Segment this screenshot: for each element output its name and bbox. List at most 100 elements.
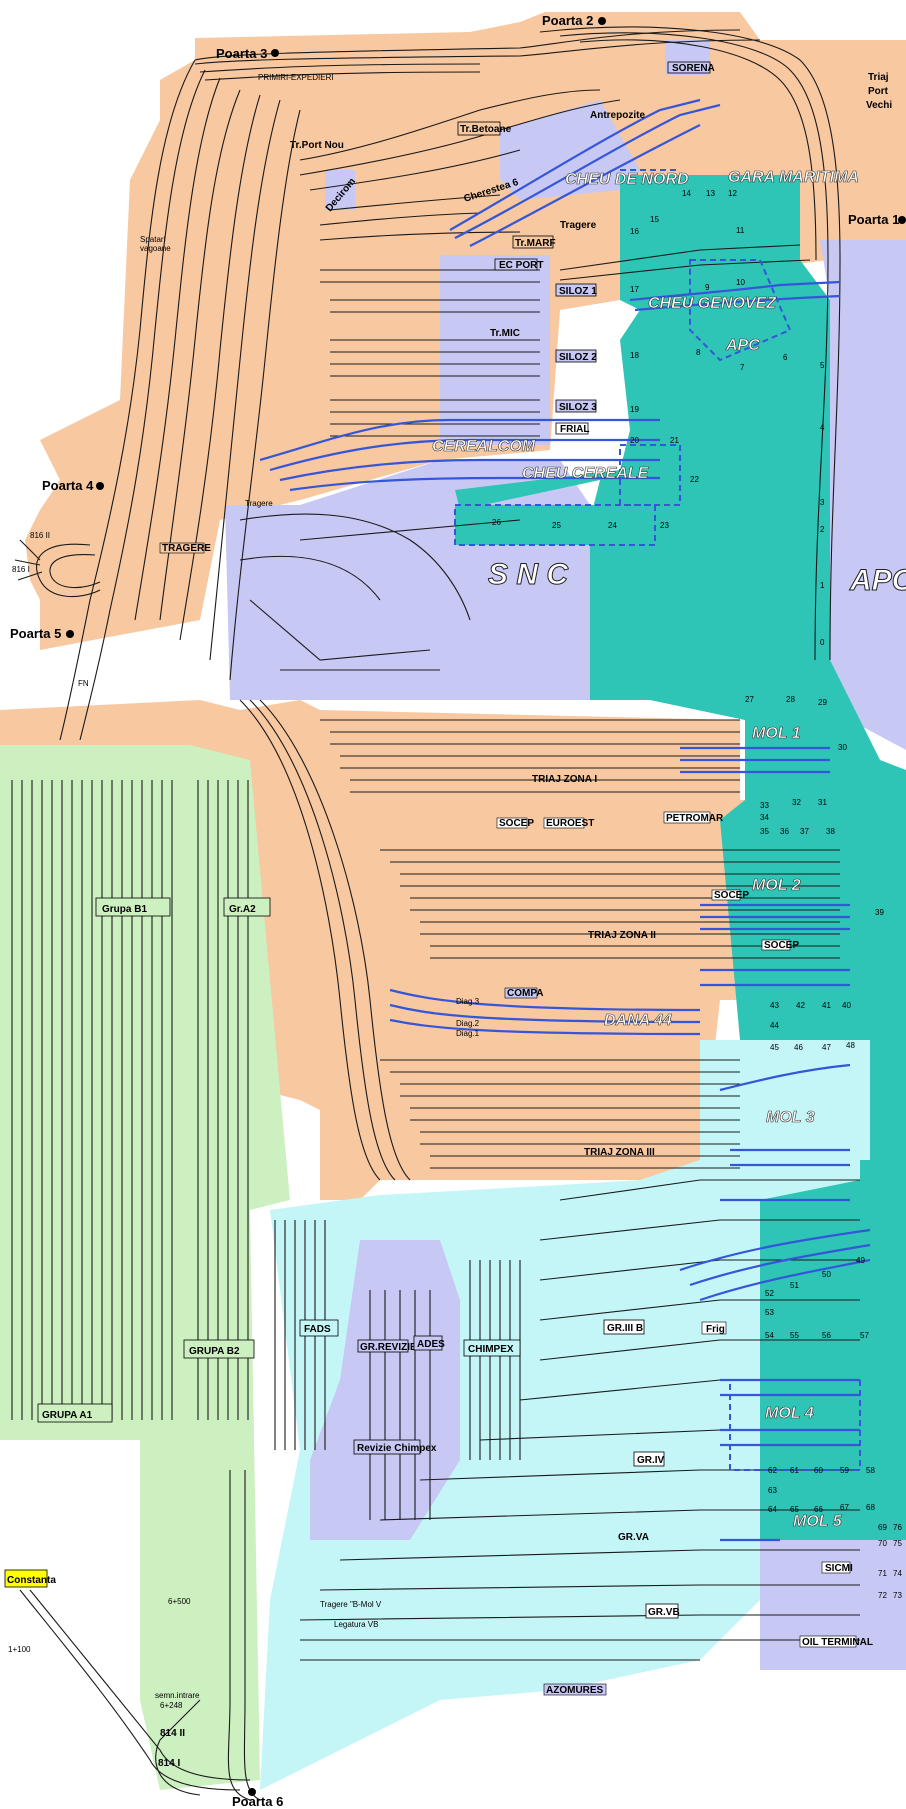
label-socep-2: SOCEP xyxy=(714,890,749,901)
quay-number: 22 xyxy=(690,475,699,484)
quay-number: 34 xyxy=(760,813,769,822)
label-siloz3: SILOZ 3 xyxy=(559,402,597,413)
quay-number: 18 xyxy=(630,351,639,360)
zone-cerealcom: CEREALCOM xyxy=(432,438,536,455)
label-tragere-grupa: TRAGERE xyxy=(162,543,211,554)
group-gr-revizie: GR.REVIZIE xyxy=(360,1342,417,1353)
label-tr-port-nou: Tr.Port Nou xyxy=(290,140,344,151)
group-labels: Grupa B1 Gr.A2 GRUPA B2 GRUPA A1 FADS CH… xyxy=(37,897,680,1619)
quay-number: 4 xyxy=(820,423,825,432)
gate-marker xyxy=(66,630,74,638)
quay-number: 52 xyxy=(765,1289,774,1298)
quay-number: 59 xyxy=(840,1466,849,1475)
quay-number: 11 xyxy=(736,226,745,235)
constanta-bg xyxy=(0,1440,140,1809)
label-diag2: Diag.2 xyxy=(456,1019,480,1028)
quay-number: 71 xyxy=(878,1569,887,1578)
gate-label-2: Poarta 2 xyxy=(542,13,593,28)
quay-number: 5 xyxy=(820,361,825,370)
quay-number: 41 xyxy=(822,1001,831,1010)
gate-marker xyxy=(898,216,906,224)
quay-number: 56 xyxy=(822,1331,831,1340)
quay-number: 57 xyxy=(860,1331,869,1340)
label-siloz1: SILOZ 1 xyxy=(559,286,597,297)
lavender-apc-east xyxy=(820,240,906,750)
quay-number: 40 xyxy=(842,1001,851,1010)
gate-marker xyxy=(598,17,606,25)
zone-snc: S N C xyxy=(488,558,569,591)
quay-number: 16 xyxy=(630,227,639,236)
label-primiri-expedieri: PRIMIRI-EXPEDIERI xyxy=(258,73,334,82)
quay-number: 27 xyxy=(745,695,754,704)
quay-number: 28 xyxy=(786,695,795,704)
label-euroest: EUROEST xyxy=(546,818,594,829)
group-revizie-chimpex: Revizie Chimpex xyxy=(357,1443,437,1454)
quay-number: 13 xyxy=(706,189,715,198)
label-constanta: Constanta xyxy=(7,1575,56,1586)
zone-mol1: MOL 1 xyxy=(752,725,801,742)
quay-number: 14 xyxy=(682,189,691,198)
quay-number: 29 xyxy=(818,698,827,707)
quay-number: 66 xyxy=(814,1505,823,1514)
zone-dana44: DANA 44 xyxy=(604,1012,672,1029)
quay-number: 51 xyxy=(790,1281,799,1290)
quay-number: 55 xyxy=(790,1331,799,1340)
label-azomures: AZOMURES xyxy=(546,1685,604,1696)
label-spatari: Spatari xyxy=(140,235,166,244)
quay-number: 45 xyxy=(770,1043,779,1052)
tracks xyxy=(11,26,860,1801)
quay-number: 70 xyxy=(878,1539,887,1548)
group-grupa-a1: GRUPA A1 xyxy=(42,1410,93,1421)
label-km-1100: 1+100 xyxy=(8,1645,31,1654)
gate-marker xyxy=(248,1788,256,1796)
quay-number: 1 xyxy=(820,581,825,590)
label-compa: COMPA xyxy=(507,988,543,999)
triaj-labels: TRIAJ ZONA I TRIAJ ZONA II TRIAJ ZONA II… xyxy=(532,72,892,1158)
lavender-oil-terminal xyxy=(760,1540,906,1670)
gates: Poarta 2 Poarta 3 Poarta 1 Poarta 4 Poar… xyxy=(10,13,906,1809)
quay-number: 68 xyxy=(866,1503,875,1512)
quay-number: 38 xyxy=(826,827,835,836)
quay-number: 47 xyxy=(822,1043,831,1052)
label-frial: FRIAL xyxy=(560,424,589,435)
lavender-silos xyxy=(440,255,550,445)
zone-mol5: MOL 5 xyxy=(793,1513,843,1530)
quay-number: 76 xyxy=(893,1523,902,1532)
quay-number: 15 xyxy=(650,215,659,224)
zone-mol2: MOL 2 xyxy=(752,877,801,894)
area-fills xyxy=(0,12,906,1809)
cyan-mol3-block xyxy=(700,1040,870,1160)
triaj-zona-3: TRIAJ ZONA III xyxy=(584,1147,655,1158)
label-semn-intrare-km: 6+248 xyxy=(160,1701,183,1710)
quay-number: 21 xyxy=(670,436,679,445)
label-sorena: SORENA xyxy=(672,63,715,74)
quay-number: 30 xyxy=(838,743,847,752)
label-ec-port: EC PORT xyxy=(499,260,543,271)
quay-number: 3 xyxy=(820,498,825,507)
quay-outlines xyxy=(454,169,861,1471)
quay-number: 10 xyxy=(736,278,745,287)
label-siloz2: SILOZ 2 xyxy=(559,352,597,363)
label-tragere-snc: Tragere xyxy=(245,499,273,508)
quay-number: 17 xyxy=(630,285,639,294)
zone-apc: APC xyxy=(849,564,906,597)
lavender-decirom xyxy=(325,170,355,210)
quay-number: 20 xyxy=(630,436,639,445)
zone-labels: S N C APC APC CHEU DE NORD GARA MARITIMA… xyxy=(432,169,906,1531)
quay-number: 44 xyxy=(770,1021,779,1030)
zone-apc-small: APC xyxy=(725,337,760,354)
quay-number: 53 xyxy=(765,1308,774,1317)
quay-number: 19 xyxy=(630,405,639,414)
gate-marker xyxy=(271,49,279,57)
label-frig: Frig xyxy=(706,1324,725,1335)
quay-number: 24 xyxy=(608,521,617,530)
triaj-zona-1: TRIAJ ZONA I xyxy=(532,774,597,785)
label-socep-3: SOCEP xyxy=(764,940,799,951)
quay-number: 60 xyxy=(814,1466,823,1475)
label-spatari-2: vagoane xyxy=(140,244,171,253)
zone-cheu-de-nord: CHEU DE NORD xyxy=(565,171,689,188)
quay-number: 9 xyxy=(705,283,710,292)
quay-number: 39 xyxy=(875,908,884,917)
quay-number: 7 xyxy=(740,363,745,372)
